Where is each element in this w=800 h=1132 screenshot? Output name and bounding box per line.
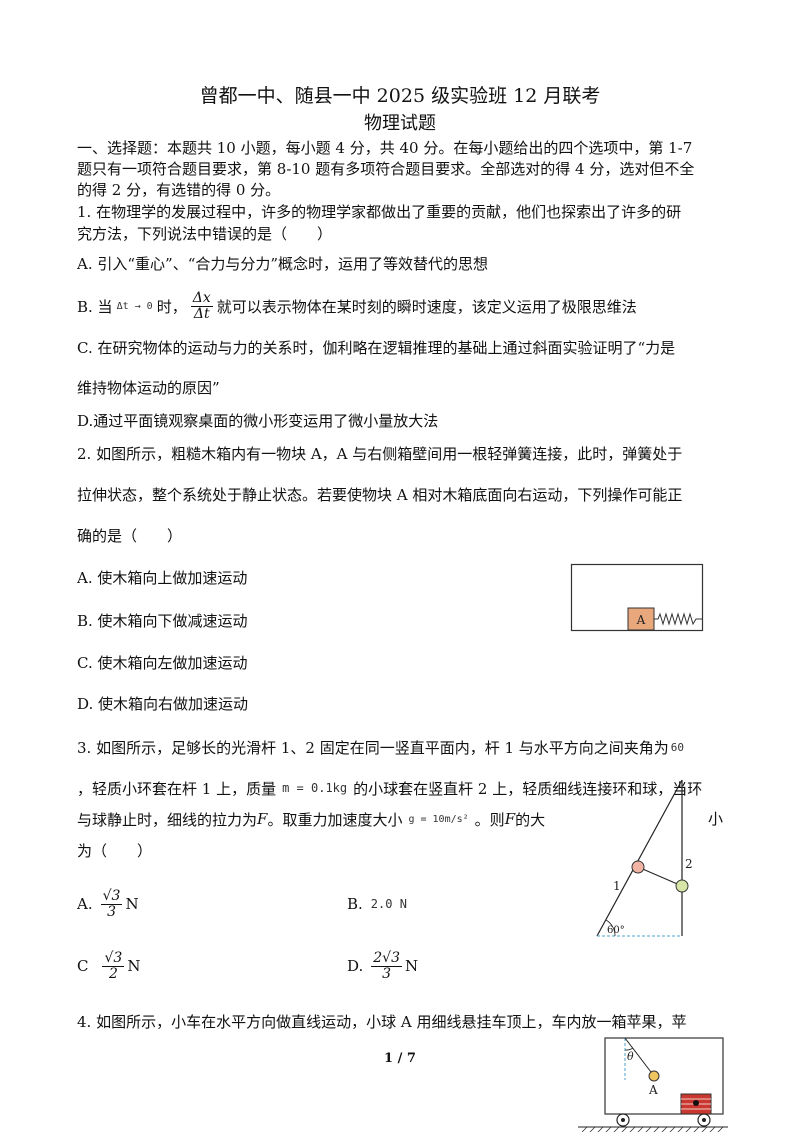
- q3-option-d-unit: N: [405, 957, 419, 975]
- section-instructions-line1: 一、选择题：本题共 10 小题，每小题 4 分，共 40 分。在每小题给出的四个…: [77, 139, 693, 157]
- q3-stem-line1: 3. 如图所示，足够长的光滑杆 1、2 固定在同一竖直平面内，杆 1 与水平方向…: [77, 736, 684, 758]
- q3-stem-line3c: 。则: [474, 810, 505, 829]
- q2-option-a: A. 使木箱向上做加速运动: [77, 569, 248, 587]
- light-ring: [631, 860, 645, 874]
- q4-cart-figure: θ A: [578, 1037, 728, 1132]
- q3-angle-value: 60: [670, 740, 685, 754]
- page-number: 1 / 7: [384, 1051, 416, 1066]
- q3-option-d-numerator: 2√3: [371, 949, 403, 967]
- q3-option-d-fraction: 2√3 3: [371, 949, 403, 982]
- q2-option-c: C. 使木箱向左做加速运动: [77, 654, 248, 672]
- front-wheel-hub: [621, 1118, 625, 1122]
- hanging-string: [624, 1037, 655, 1077]
- spring: [654, 612, 702, 626]
- q3-force-symbol: F: [257, 810, 268, 828]
- q3-stem-line3a: 与球静止时，细线的拉力为: [77, 810, 258, 829]
- q3-mass-formula: m = 0.1kg: [282, 781, 348, 795]
- q3-option-d: D. 2√3 3 N: [347, 946, 418, 986]
- q3-stem-line3: 与球静止时，细线的拉力为 F 。取重力加速度大小 g = 10m/s² 。则 F…: [77, 808, 545, 830]
- cart-body: [604, 1037, 724, 1115]
- q3-option-c-numerator: √3: [102, 949, 125, 967]
- q3-option-a: A. √3 3 N: [77, 884, 139, 924]
- ball-a-label: A: [648, 1083, 658, 1097]
- q1-fraction-numerator: Δx: [190, 289, 213, 307]
- q3-rods-figure: 1 2 60°: [596, 779, 693, 937]
- section-instructions-line2: 题只有一项符合题目要求，第 8-10 题有多项符合题目要求。全部选对的得 4 分…: [77, 160, 695, 178]
- q2-option-d: D. 使木箱向右做加速运动: [77, 695, 249, 713]
- q3-option-a-fraction: √3 3: [100, 887, 123, 920]
- q3-stem-line3d: 的大: [515, 810, 546, 829]
- q2-stem-line1: 2. 如图所示，粗糙木箱内有一物块 A，A 与右侧箱壁间用一根轻弹簧连接，此时，…: [77, 445, 683, 463]
- q2-stem-line2: 拉伸状态，整个系统处于静止状态。若要使物块 A 相对木箱底面向右运动，下列操作可…: [77, 486, 683, 504]
- theta-label: θ: [627, 1050, 634, 1063]
- q3-option-d-label: D.: [347, 957, 364, 975]
- q1-option-b: B. 当 Δt → 0 时， Δx Δt 就可以表示物体在某时刻的瞬时速度，该定…: [77, 288, 637, 324]
- q3-option-c-unit: N: [127, 957, 141, 975]
- q3-stem-line1-text: 3. 如图所示，足够长的光滑杆 1、2 固定在同一竖直平面内，杆 1 与水平方向…: [77, 738, 669, 757]
- q1-stem-line2: 究方法，下列说法中错误的是（ ）: [77, 225, 333, 243]
- q3-stem-line3-end: 小: [708, 810, 724, 828]
- q3-option-d-denominator: 3: [382, 965, 392, 982]
- q1-option-c-line2: 维持物体运动的原因”: [77, 379, 220, 397]
- q3-gravity-formula: g = 10m/s²: [408, 813, 469, 825]
- rod-1: [596, 779, 683, 937]
- q3-option-c-denominator: 2: [108, 965, 118, 982]
- section-instructions-line3: 的得 2 分，有选错的得 0 分。: [77, 181, 281, 199]
- q3-stem-line2: ，轻质小环套在杆 1 上，质量 m = 0.1kg 的小球套在竖直杆 2 上，轻…: [77, 777, 702, 799]
- q1-option-a: A. 引入“重心”、“合力与分力”概念时，运用了等效替代的思想: [77, 255, 489, 273]
- q3-option-c-fraction: √3 2: [102, 949, 125, 982]
- q1-option-b-condition: Δt → 0: [116, 300, 153, 312]
- q3-option-c-label: C: [77, 957, 89, 975]
- rod-1-label: 1: [613, 879, 621, 893]
- q3-option-b: B. 2.0 N: [347, 893, 407, 915]
- q1-option-d: D.通过平面镜观察桌面的微小形变运用了微小量放大法: [77, 412, 439, 430]
- q3-option-a-unit: N: [125, 895, 139, 913]
- theta-arc: [624, 1047, 634, 1051]
- exam-subtitle: 物理试题: [364, 113, 436, 134]
- apple-box-mark: [693, 1100, 699, 1106]
- q1-option-c-line1: C. 在研究物体的运动与力的关系时，伽利略在逻辑推理的基础上通过斜面实验证明了“…: [77, 339, 676, 357]
- q3-option-b-value: 2.0 N: [370, 897, 407, 911]
- q2-option-b: B. 使木箱向下做减速运动: [77, 612, 248, 630]
- ball: [675, 879, 689, 893]
- q3-force-symbol-2: F: [504, 810, 516, 828]
- q3-option-a-label: A.: [77, 895, 93, 913]
- q1-option-b-mid: 时，: [156, 297, 187, 316]
- q1-stem-line1: 1. 在物理学的发展过程中，许多的物理学家都做出了重要的贡献，他们也探索出了许多…: [77, 203, 682, 221]
- q3-option-a-denominator: 3: [107, 903, 116, 920]
- q3-stem-line3b: 。取重力加速度大小: [267, 810, 403, 829]
- q2-stem-line3: 确的是（ ）: [77, 527, 183, 545]
- q1-option-b-suffix: 就可以表示物体在某时刻的瞬时速度，该定义运用了极限思维法: [216, 297, 637, 316]
- q1-option-b-prefix: B. 当: [77, 297, 113, 316]
- q3-stem-line2b: 的小球套在竖直杆 2 上，轻质细线连接环和球，当环: [353, 779, 703, 798]
- q3-stem-line2a: ，轻质小环套在杆 1 上，质量: [77, 779, 277, 798]
- block-a-label: A: [636, 613, 646, 627]
- ball-a: [648, 1070, 660, 1082]
- q4-stem-line1: 4. 如图所示，小车在水平方向做直线运动，小球 A 用细线悬挂车顶上，车内放一箱…: [77, 1013, 687, 1031]
- rod-2-label: 2: [685, 857, 693, 871]
- q3-option-b-label: B.: [347, 895, 363, 913]
- angle-label: 60°: [607, 925, 625, 936]
- q3-option-a-numerator: √3: [100, 887, 123, 905]
- angle-arc: [605, 919, 616, 937]
- exam-title: 曾都一中、随县一中 2025 级实验班 12 月联考: [199, 85, 601, 107]
- thin-string: [637, 866, 683, 887]
- q2-box-figure: A: [570, 563, 704, 632]
- rear-wheel-hub: [702, 1118, 706, 1122]
- q3-stem-line4: 为（ ）: [77, 842, 153, 860]
- q1-fraction-denominator: Δt: [193, 305, 210, 322]
- q3-option-c: C √3 2 N: [77, 946, 140, 986]
- ground-hatching: [581, 1126, 724, 1132]
- q1-option-b-fraction: Δx Δt: [190, 289, 213, 322]
